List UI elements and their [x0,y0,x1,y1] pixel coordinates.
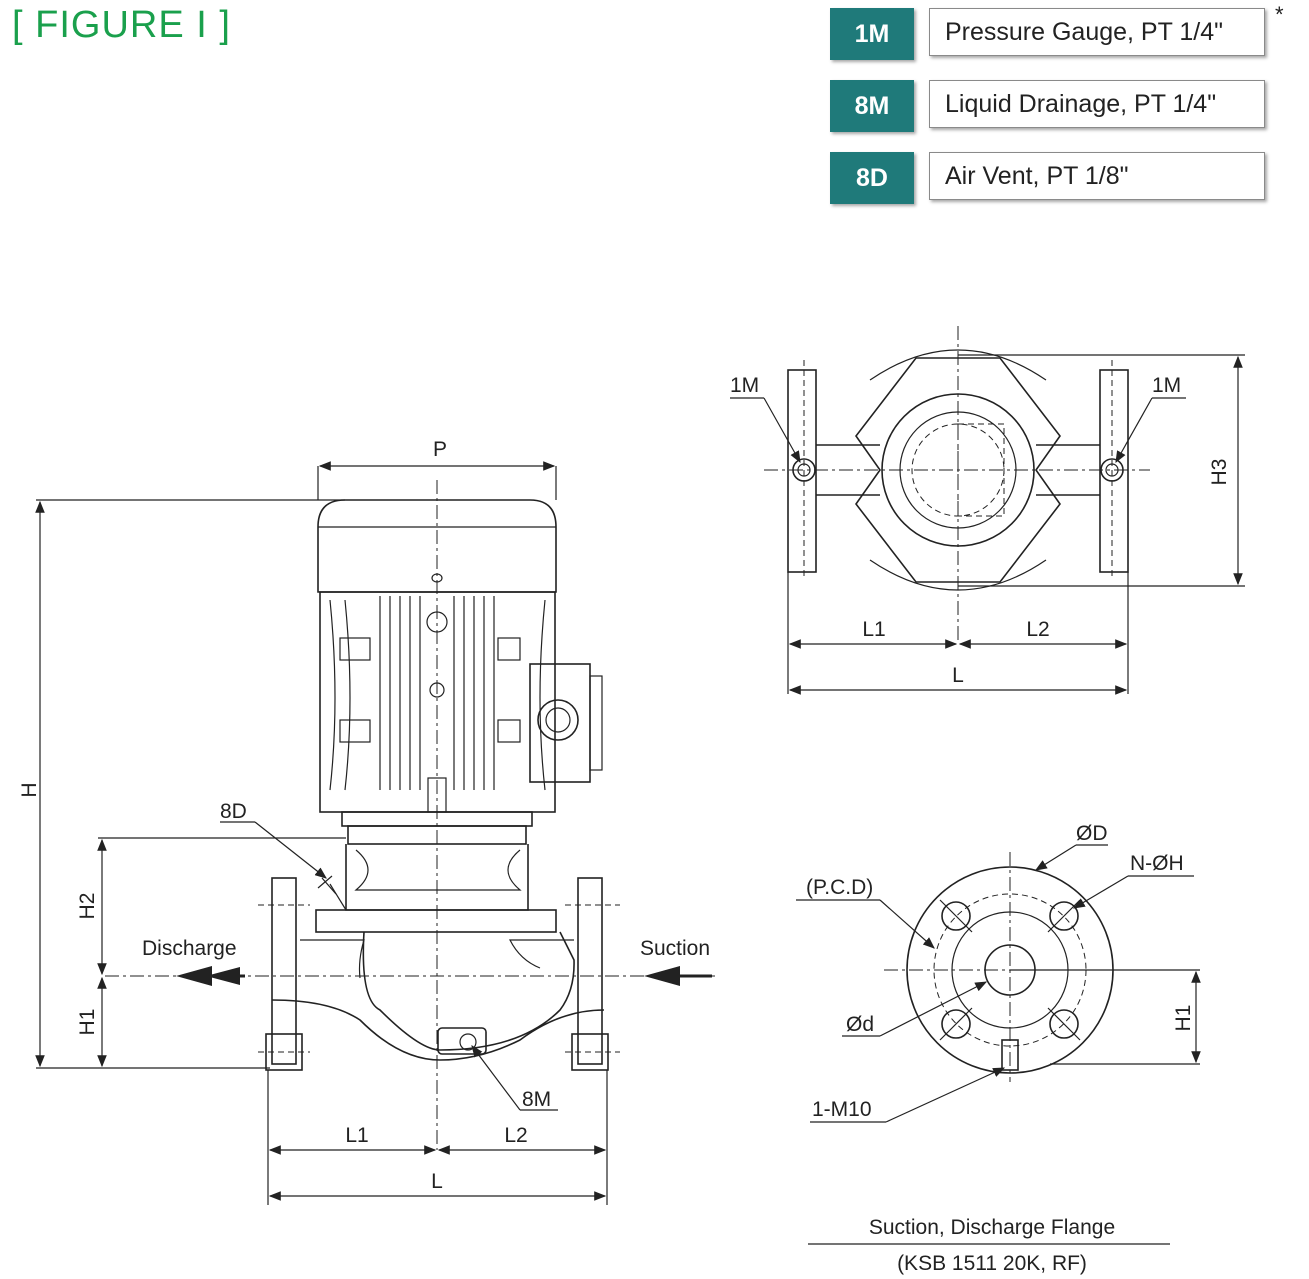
dim-l2-label: L2 [504,1124,527,1147]
cooling-fins [329,596,546,791]
drain-label: 8M [522,1088,551,1111]
legend-code: 8M [830,80,914,132]
flange-caption-title: Suction, Discharge Flange [869,1216,1115,1239]
suction-label: Suction [640,937,710,960]
gauge-right-label: 1M [1152,374,1181,397]
flange-holes-label: N-ØH [1130,852,1184,875]
dim-h-label: H [18,782,41,797]
top-dim-l2-label: L2 [1026,618,1049,641]
dim-h3-label: H3 [1208,459,1231,486]
flange-bore-label: Ød [846,1013,874,1036]
flange-dim-h1-label: H1 [1172,1005,1195,1032]
legend-code: 1M [830,8,914,60]
dim-h1-label: H1 [76,1009,99,1036]
legend-row-1m: 1M Pressure Gauge, PT 1/4" [830,8,1290,60]
flange-tap-label: 1-M10 [812,1098,872,1121]
figure-title: [ FIGURE I ] [12,4,231,46]
legend-row-8d: 8D Air Vent, PT 1/8" [830,152,1290,204]
legend-text: Air Vent, PT 1/8" [929,152,1265,200]
flange-caption-standard: (KSB 1511 20K, RF) [897,1252,1087,1275]
legend-text: Pressure Gauge, PT 1/4" [929,8,1265,56]
dim-p-label: P [433,438,447,461]
legend-row-8m: 8M Liquid Drainage, PT 1/4" [830,80,1290,132]
flange-pcd-label: (P.C.D) [806,876,873,899]
legend-asterisk: * [1275,2,1284,27]
top-dim-l-label: L [952,664,964,687]
gauge-left-label: 1M [730,374,759,397]
top-view-drawing [730,326,1245,695]
air-vent-label: 8D [220,800,247,823]
dim-h2-label: H2 [76,893,99,920]
legend-text: Liquid Drainage, PT 1/4" [929,80,1265,128]
dim-l1-label: L1 [345,1124,368,1147]
flange-view-drawing [796,844,1201,1245]
top-dim-l1-label: L1 [862,618,885,641]
legend-code: 8D [830,152,914,204]
side-view-drawing [35,461,715,1205]
flange-od-label: ØD [1076,822,1108,845]
discharge-label: Discharge [142,937,237,960]
dim-l-label: L [431,1170,443,1193]
